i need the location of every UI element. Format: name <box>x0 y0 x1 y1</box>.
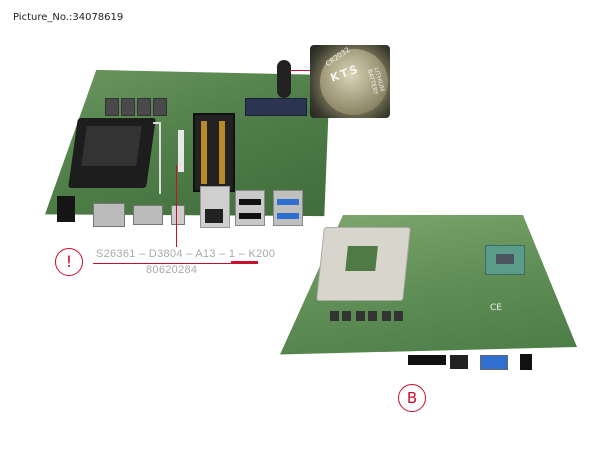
inset-pointer-line <box>290 70 312 71</box>
usb2-ports <box>235 190 265 226</box>
part-number-sticker <box>178 130 184 172</box>
mosfet <box>342 311 351 321</box>
ce-mark: CE <box>490 303 502 313</box>
audio-jack <box>520 354 532 370</box>
coin-cell-battery <box>320 49 388 115</box>
displayport-connector <box>93 203 125 227</box>
part-number-underline <box>93 263 255 264</box>
cpu-socket <box>68 118 156 188</box>
part-number: S26361 – D3804 – A13 – 1 – K200 <box>96 248 275 260</box>
warning-icon: ! <box>55 248 83 276</box>
part-number-suffix: K200 <box>248 248 276 260</box>
secondary-part-number: 80620284 <box>146 264 198 276</box>
mosfet <box>368 311 377 321</box>
motherboard-front-view <box>45 58 330 228</box>
battery-zoom-inset: CR2032 KTS LITHIUM BATTERY <box>310 45 390 118</box>
part-number-main: S26361 – D3804 – A13 – 1 – <box>96 248 249 260</box>
mosfet <box>382 311 391 321</box>
usb-c-connector <box>171 205 185 225</box>
dc-power-jack <box>57 196 75 222</box>
mosfet <box>356 311 365 321</box>
rj45-lan-port <box>200 186 230 228</box>
suffix-highlight-underline <box>231 261 258 264</box>
vrm-choke <box>153 98 167 116</box>
socket-lever <box>153 122 161 194</box>
callout-line <box>176 165 177 247</box>
usb3-ports <box>273 190 303 226</box>
mosfet <box>394 311 403 321</box>
cpu-backplate <box>316 227 411 301</box>
pin-header <box>408 355 446 365</box>
motherboard-back-view: CE <box>280 215 580 370</box>
mosfet <box>330 311 339 321</box>
hdmi-connector <box>133 205 163 225</box>
vrm-choke <box>105 98 119 116</box>
pcie-slot <box>245 98 307 116</box>
usb3-port <box>480 355 508 370</box>
vrm-choke <box>137 98 151 116</box>
chipset <box>485 245 525 275</box>
vrm-choke <box>121 98 135 116</box>
hdmi-connector <box>450 355 468 369</box>
picture-number: Picture_No.:34078619 <box>13 12 124 23</box>
so-dimm-slots <box>193 113 235 192</box>
view-b-label: B <box>398 384 426 412</box>
cmos-battery <box>277 60 291 98</box>
